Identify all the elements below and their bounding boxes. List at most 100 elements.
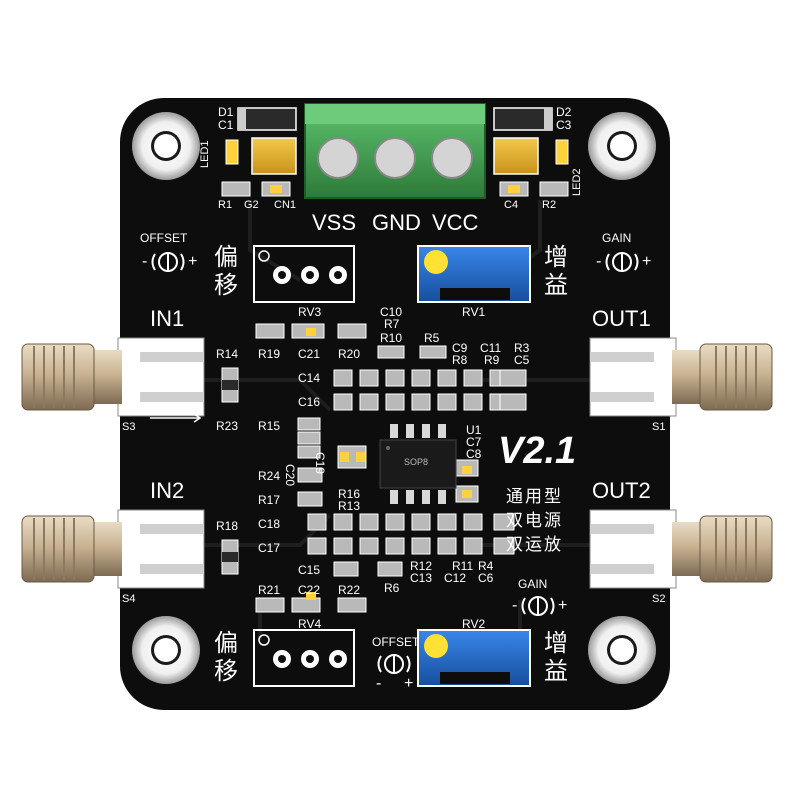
smd-pad [419, 345, 447, 359]
smd-pad [255, 597, 285, 613]
ref-c7: C7 [466, 435, 482, 449]
capacitor-c1 [251, 137, 297, 175]
mounting-hole-bottom-right [588, 616, 656, 684]
ref-c10: C10 [380, 305, 403, 319]
ref-c22: C22 [298, 583, 321, 597]
smd-pad [359, 537, 379, 555]
mounting-hole-bottom-left [132, 616, 200, 684]
led-2 [555, 139, 569, 165]
ref-u1: U1 [466, 423, 482, 437]
ref-r24: R24 [258, 469, 281, 483]
smd-pad [337, 445, 367, 469]
ref-c13: C13 [410, 571, 433, 585]
ref-c6: C6 [478, 571, 494, 585]
trimpot-rv2 [417, 629, 531, 687]
label-offset-bottom: OFFSET [372, 635, 420, 649]
ref-c16: C16 [298, 395, 321, 409]
ref-r7: R7 [384, 317, 400, 331]
terminal-screw-vss [317, 137, 359, 179]
label-offset-top: OFFSET [140, 231, 188, 245]
ref-c9: C9 [452, 341, 468, 355]
smd-pad [411, 537, 431, 555]
label-out1: OUT1 [592, 306, 651, 331]
diode-d1 [237, 107, 297, 131]
terminal-label-vss: VSS [312, 210, 357, 235]
ref-s1: S1 [652, 421, 666, 433]
label-gain-cn-bottom: 增益 [544, 630, 568, 685]
sma-connector-in1 [21, 337, 205, 417]
ref-r20: R20 [338, 347, 361, 361]
smd-pad [333, 537, 353, 555]
smd-pad [297, 445, 321, 459]
ref-r19: R19 [258, 347, 281, 361]
smd-pad [463, 537, 483, 555]
smd-pad [411, 513, 431, 531]
ref-led2: LED2 [571, 168, 583, 196]
smd-pad [437, 537, 457, 555]
label-offset-top-minus: - [142, 253, 148, 270]
smd-pad [333, 513, 353, 531]
smd-pad [359, 369, 379, 387]
sma-connector-out1 [589, 337, 773, 417]
led-1 [225, 139, 239, 165]
smd-pad [385, 537, 405, 555]
ref-rv4: RV4 [298, 617, 322, 631]
opamp-ic-u1 [379, 424, 457, 504]
label-gain-bottom-minus: - [512, 597, 518, 614]
ref-r5: R5 [424, 331, 440, 345]
label-offset-bottom-minus: - [376, 675, 382, 692]
ref-s2: S2 [652, 593, 666, 605]
desc-line-1: 通用型 [506, 487, 563, 506]
ref-c12: C12 [444, 571, 467, 585]
offset-header-top [253, 245, 355, 303]
ref-c4: C4 [504, 199, 519, 211]
smd-pad [255, 323, 285, 339]
ref-r17: R17 [258, 493, 281, 507]
smd-pad [463, 369, 483, 387]
ref-r4: R4 [478, 559, 494, 573]
ref-c3: C3 [556, 118, 572, 132]
smd-pad-grid [255, 323, 527, 613]
smd-pad [493, 537, 515, 555]
ref-c8: C8 [466, 447, 482, 461]
smd-pad [385, 513, 405, 531]
smd-pad [307, 537, 327, 555]
ref-r21: R21 [258, 583, 281, 597]
label-gain-top: GAIN [602, 231, 632, 245]
smd-pad [437, 513, 457, 531]
smd-pad [437, 369, 457, 387]
desc-line-3: 双运放 [506, 535, 563, 554]
smd-pad [337, 323, 367, 339]
mounting-hole-top-left [132, 112, 200, 180]
ref-r2: R2 [542, 199, 557, 211]
smd-pad [359, 393, 379, 411]
smd-pad [333, 393, 353, 411]
smd-pad [411, 393, 431, 411]
ref-c1: C1 [218, 118, 234, 132]
ref-cn1: CN1 [274, 199, 297, 211]
smd-pad [333, 369, 353, 387]
ref-r13: R13 [338, 499, 361, 513]
ref-r23: R23 [216, 419, 239, 433]
ref-r18: R18 [216, 519, 239, 533]
label-gain-cn-top: 增益 [544, 244, 568, 299]
ref-r1: R1 [218, 199, 233, 211]
ref-r9: R9 [484, 353, 500, 367]
ref-r22: R22 [338, 583, 361, 597]
label-gain-bottom-plus: + [558, 597, 568, 614]
ic-marking: SOP8 [404, 457, 429, 467]
ref-led1: LED1 [199, 140, 211, 168]
version-label: V2.1 [498, 430, 577, 472]
diode-d2 [493, 107, 553, 131]
ref-r14: R14 [216, 347, 239, 361]
offset-header-bottom [253, 629, 355, 687]
ref-r15: R15 [258, 419, 281, 433]
ref-c19: C19 [313, 452, 327, 475]
smd-pad [493, 513, 515, 531]
smd-pad [297, 431, 321, 445]
label-offset-cn-bottom: 偏移 [214, 630, 238, 685]
smd-pad [377, 345, 405, 359]
mounting-hole-top-right [588, 112, 656, 180]
ref-g2: G2 [244, 199, 259, 211]
label-out2: OUT2 [592, 478, 651, 503]
